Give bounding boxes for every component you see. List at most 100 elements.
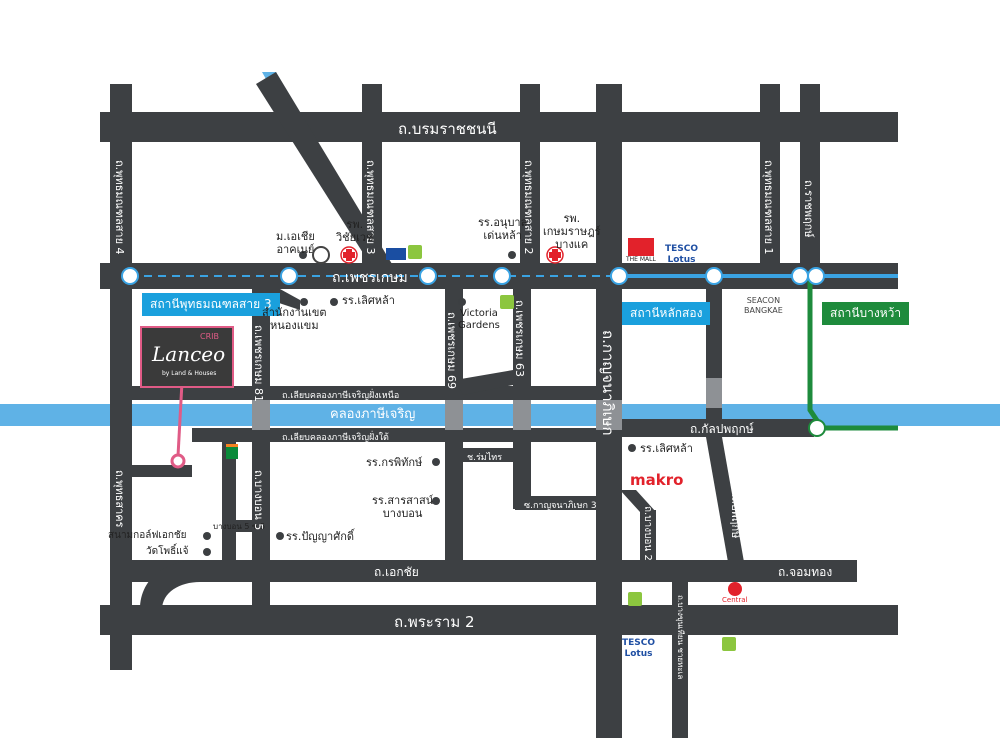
road-kanchana3	[515, 496, 615, 510]
road-canal-north	[130, 386, 615, 400]
station-icon[interactable]	[493, 267, 511, 285]
road-phutthamonthon-3	[362, 84, 382, 266]
road-label-ekkachai: ถ.เอกชัย	[374, 565, 419, 579]
road-label-ratchaphruek: ถ.ราชพฤกษ์	[802, 180, 815, 238]
place-dot	[432, 497, 440, 505]
road-label-phetkasem: ถ.เพชรเกษม	[332, 270, 408, 286]
station-icon[interactable]	[705, 267, 723, 285]
the-mall-logo: THE MALL	[626, 238, 656, 263]
road-phutthamonthon-1	[760, 84, 780, 266]
road-label-phutthamonthon-4: ถ.พุทธมณฑลสาย 4	[113, 160, 126, 255]
station-icon[interactable]	[419, 267, 437, 285]
project-by: by Land & Houses	[162, 370, 217, 377]
road-rama2-curve	[140, 560, 200, 610]
project-name: Lanceo	[152, 342, 226, 366]
location-pin-icon[interactable]	[170, 453, 186, 469]
road-phetkasem-69	[445, 289, 463, 582]
station-label-phutthamonthon-3: สถานีพุทธมณฑลสาย 3	[142, 293, 280, 316]
bigc-icon	[722, 637, 736, 651]
canal-label: คลองภาษีเจริญ	[330, 407, 416, 422]
place-dot	[299, 251, 307, 259]
road-phetkasem-63	[513, 289, 531, 509]
road-label-kanchana3: ซ.กาญจนาภิเษก 3	[524, 501, 597, 511]
place-dot	[432, 458, 440, 466]
road-phutthamonthon-4	[110, 84, 132, 670]
road-label-phetkasem-63: ถ.เพชรเกษม 63	[513, 300, 526, 377]
road-romsai	[455, 448, 515, 462]
road-label-chomthong: ถ.จอมทอง	[778, 565, 833, 579]
road-bangbon-2	[640, 510, 656, 562]
place-siam-university: ม.เอเชีย อาคเนย์	[276, 230, 315, 257]
place-sarasas: รร.สารสาสน์ บางบอน	[372, 494, 434, 521]
canal	[0, 404, 1000, 426]
station-icon[interactable]	[808, 419, 826, 437]
road-kanlapaphruek-diag	[706, 437, 744, 562]
channel-3-icon	[312, 246, 330, 264]
hospital-cross-icon	[546, 246, 564, 264]
makro-logo: makro	[630, 471, 684, 489]
road-bangbon-5	[252, 442, 270, 607]
road-phutthamonthon-2	[520, 84, 540, 266]
station-icon[interactable]	[807, 267, 825, 285]
place-lertla: รร.เลิศหล้า	[342, 294, 395, 307]
road-ratchaphruek	[800, 84, 820, 266]
road-link-7-11	[222, 442, 236, 562]
place-wichaivej: รพ. วิชัยเวช	[336, 218, 374, 245]
road-label-boromratchachonnani: ถ.บรมราชชนนี	[398, 120, 497, 138]
station-icon[interactable]	[791, 267, 809, 285]
road-kanlapaphruek	[622, 419, 814, 437]
place-dot	[458, 298, 466, 306]
bridge-69	[445, 400, 463, 430]
road-label-bang-khun-thian: ถ.บางขุนเทียน ชายทะเล	[676, 595, 685, 680]
place-dot	[300, 298, 308, 306]
bridge-lak-song	[706, 378, 722, 408]
road-canal-south	[192, 428, 615, 442]
road-chomthong	[622, 560, 857, 582]
place-dot	[203, 548, 211, 556]
road-ekkachai	[130, 560, 613, 582]
place-dot	[508, 251, 516, 259]
bigc-icon	[500, 295, 514, 309]
hospital-cross-icon	[340, 246, 358, 264]
station-icon[interactable]	[280, 267, 298, 285]
place-kornwit: รร.กรพิทักษ์	[366, 456, 423, 469]
place-victoria: Victoria Gardens	[458, 308, 500, 331]
road-label-kanchanaphisek: ถ.กาญจนาภิเษก	[599, 330, 617, 436]
project-tag: CRIB	[200, 332, 219, 341]
station-label-bang-wa: สถานีบางหว้า	[822, 302, 910, 325]
road-label-bangbon5-soi5: บางบอน 5 ซ.5	[213, 522, 266, 531]
project-logo-box[interactable]: CRIB Lanceo by Land & Houses	[140, 326, 234, 388]
place-kasemrad: รพ. เกษมราษฎร์ บางแค	[543, 212, 601, 252]
place-dot	[330, 298, 338, 306]
place-district-office: สำนักงานเขต หนองแขม	[262, 306, 327, 333]
place-dot	[276, 532, 284, 540]
place-panyasak: รร.ปัญญาศักดิ์	[286, 530, 355, 543]
mrt-stations	[121, 267, 826, 437]
seacon-logo: SEACON BANGKAE	[744, 296, 783, 315]
station-label-lak-song: สถานีหลักสอง	[622, 302, 711, 325]
station-icon[interactable]	[121, 267, 139, 285]
bts-green-line	[807, 276, 898, 431]
road-label-phutthasakhon: ถ.พุทธสาคร	[113, 470, 126, 528]
road-thawi-watthana	[256, 72, 392, 264]
place-lertla2: รร.เลิศหล้า	[640, 442, 693, 455]
road-label-rama2: ถ.พระราม 2	[394, 613, 475, 631]
place-wat-phosri: วัดโพธิ์แจ้	[146, 546, 189, 557]
road-kanchanaphisek-link	[620, 490, 656, 512]
place-dot	[203, 532, 211, 540]
bigc-icon	[628, 592, 642, 606]
road-bang-khun-thian	[672, 582, 688, 738]
road-rama2	[100, 605, 898, 635]
road-soi-curve	[455, 370, 513, 395]
road-label-bangbon-5: ถ.บางบอน 5	[252, 470, 265, 531]
road-label-bangbon-2: ถ.บางบอน 2	[642, 506, 653, 561]
bridge-kanchana	[596, 400, 622, 430]
seven-eleven-icon	[226, 444, 238, 459]
bigc-icon	[408, 245, 422, 259]
station-icon[interactable]	[610, 267, 628, 285]
central-logo: Central	[722, 582, 748, 604]
bridge-81	[252, 400, 270, 430]
road-label-romsai: ช.ร่มไทร	[467, 453, 503, 463]
road-label-phutthamonthon-1: ถ.พุทธมณฑลสาย 1	[762, 160, 775, 255]
tesco-logo: TESCO Lotus	[622, 638, 656, 659]
